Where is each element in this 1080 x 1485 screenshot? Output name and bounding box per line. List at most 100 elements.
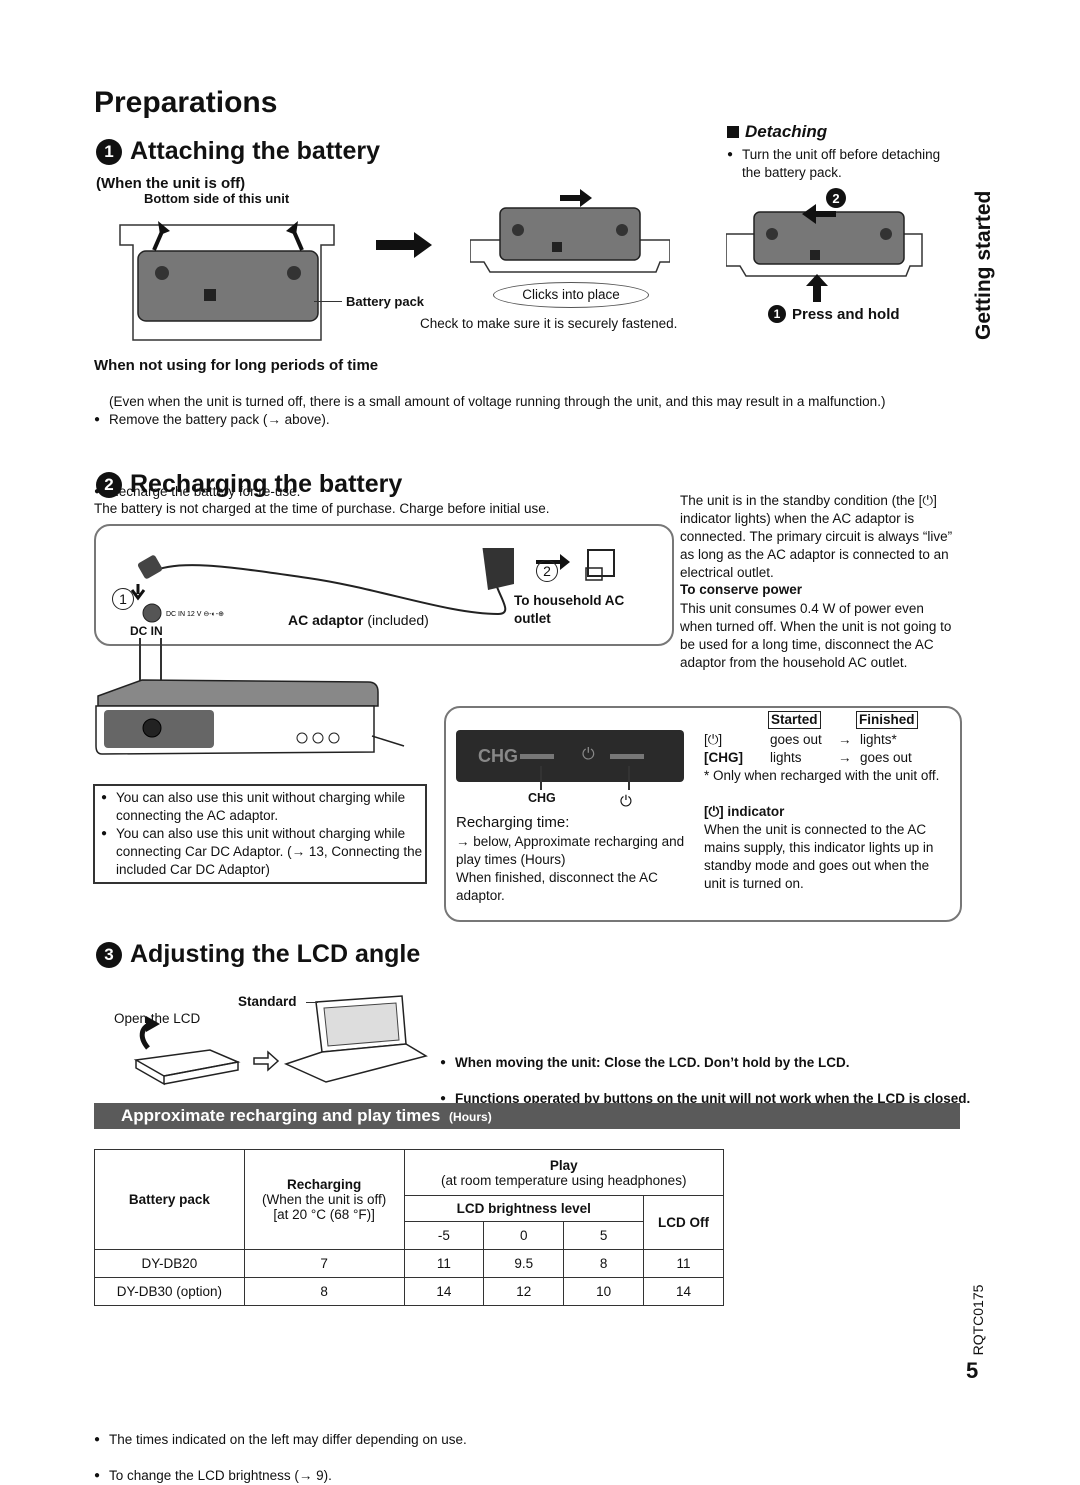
row1-label: [⏻] <box>704 732 723 747</box>
header-recharging-sub2: [at 20 °C (68 °F)] <box>273 1207 375 1222</box>
header-play-sub: (at room temperature using headphones) <box>441 1172 687 1188</box>
step-number-badge: 1 <box>96 138 122 165</box>
table-row: DY-DB30 (option) 8 14 12 10 14 <box>94 1277 724 1306</box>
recharging-time-title: Recharging time: <box>456 814 570 831</box>
ac-adaptor-label: AC adaptor (included) <box>288 612 429 628</box>
svg-text:DC IN 12 V ⊖-◐-⊕: DC IN 12 V ⊖-◐-⊕ <box>166 611 224 618</box>
household-outlet-label: To household AC outlet <box>514 593 625 626</box>
row2-started: lights <box>770 750 802 765</box>
cell-recharge: 7 <box>243 1249 405 1278</box>
connector-line <box>160 638 162 708</box>
battery-inserted-figure <box>469 190 671 278</box>
battery-pack-label: Battery pack <box>346 294 425 309</box>
header-level: -5 <box>403 1221 485 1250</box>
conserve-text: This unit consumes 0.4 W of power even w… <box>680 601 952 670</box>
standard-label: Standard <box>238 994 297 1009</box>
lcd-bullet-1: When moving the unit: Close the LCD. Don… <box>440 1054 975 1072</box>
row1-started: goes out <box>770 732 822 747</box>
section-title: Recharging the battery <box>130 470 403 498</box>
note-item-1: You can also use this unit without charg… <box>101 789 432 825</box>
band-unit: (Hours) <box>449 1110 492 1124</box>
footer-note-1: The times indicated on the left may diff… <box>94 1431 809 1449</box>
header-recharging-title: Recharging <box>286 1177 362 1192</box>
cell-level-3: 8 <box>563 1249 645 1278</box>
header-level: 0 <box>483 1221 565 1250</box>
when-finished-text: When finished, disconnect the AC adaptor… <box>456 870 658 903</box>
row2-finished: goes out <box>860 750 912 765</box>
started-header: Started <box>768 711 821 729</box>
step-1-badge: 1 <box>768 305 786 323</box>
indicator-title: [⏻] indicator <box>704 804 785 819</box>
row1-arrow: → <box>838 732 852 747</box>
header-recharging: Recharging (When the unit is off) [at 20… <box>243 1149 405 1250</box>
not-using-title: When not using for long periods of time <box>94 357 379 374</box>
row2-arrow: → <box>838 750 852 765</box>
recharging-times-band: Approximate recharging and play times (H… <box>94 1103 960 1129</box>
pointer-line <box>628 766 630 790</box>
cell-level-2: 12 <box>483 1277 565 1306</box>
header-play-title: Play <box>549 1157 578 1173</box>
bottom-side-label: Bottom side of this unit <box>144 191 290 206</box>
unit-bottom-figure <box>116 205 338 343</box>
press-hold-label: Press and hold <box>792 305 900 323</box>
table-row: DY-DB20 7 11 9.5 8 11 <box>94 1249 724 1278</box>
ac-adaptor-rest: (included) <box>363 612 429 628</box>
lcd-angle-figure <box>126 990 436 1090</box>
band-title: Approximate recharging and play times <box>121 1106 441 1125</box>
battery-pointer-line <box>314 301 342 302</box>
cell-lcd-off: 14 <box>643 1277 724 1306</box>
page-number: 5 <box>966 1358 979 1383</box>
dc-in-label: DC IN <box>130 624 163 638</box>
not-using-item-1: Remove the battery pack (→ above). <box>94 411 909 429</box>
connector-line <box>139 638 141 708</box>
section-recharging-heading: 2 Recharging the battery <box>96 470 402 499</box>
step-2-badge: 2 <box>826 188 846 208</box>
power-light-bar <box>610 754 644 759</box>
indicator-text: When the unit is connected to the AC mai… <box>704 822 934 891</box>
press-and-hold: 1 Press and hold <box>768 305 900 323</box>
header-lcd-brightness: LCD brightness level <box>403 1195 645 1222</box>
pointer-line <box>540 766 542 790</box>
cell-level-2: 9.5 <box>483 1249 565 1278</box>
conserve-title: To conserve power <box>680 582 803 597</box>
charging-indicator-box <box>444 706 962 922</box>
recharge-play-table: Battery pack Recharging (When the unit i… <box>94 1149 725 1306</box>
footer-note-2: To change the LCD brightness (→ 9). <box>94 1467 809 1485</box>
unit-side-figure <box>92 676 422 760</box>
detaching-title: Detaching <box>745 122 828 141</box>
header-play: Play (at room temperature using headphon… <box>403 1149 725 1196</box>
note-item-2: You can also use this unit without charg… <box>101 825 432 879</box>
cell-pack: DY-DB30 (option) <box>94 1277 245 1306</box>
header-lcd-off: LCD Off <box>643 1195 724 1250</box>
standby-text: The unit is in the standby condition (th… <box>680 493 953 580</box>
page-title: Preparations <box>94 86 278 119</box>
cell-level-1: 11 <box>403 1249 485 1278</box>
circled-1: 1 <box>112 588 134 610</box>
chg-label: CHG <box>528 791 556 805</box>
notes-box: You can also use this unit without charg… <box>93 784 427 884</box>
detach-figure <box>725 194 926 282</box>
standard-pointer-line <box>306 1002 318 1003</box>
square-bullet-icon <box>727 126 739 138</box>
recharging-intro: The battery is not charged at the time o… <box>94 501 550 516</box>
step-number-badge: 2 <box>96 471 122 498</box>
document-code: RQTC0175 <box>970 1284 986 1356</box>
header-level: 5 <box>563 1221 645 1250</box>
cell-pack: DY-DB20 <box>94 1249 245 1278</box>
check-fastened-text: Check to make sure it is securely fasten… <box>420 316 678 331</box>
cell-level-3: 10 <box>563 1277 645 1306</box>
right-arrow-icon <box>376 232 432 263</box>
step-number-badge: 3 <box>96 941 122 968</box>
indicator-panel: CHG ⏻ <box>456 730 684 782</box>
power-icon: ⏻ <box>620 793 632 810</box>
circled-2: 2 <box>536 560 558 582</box>
when-off-label: (When the unit is off) <box>96 175 246 192</box>
section-title: Adjusting the LCD angle <box>130 940 421 968</box>
row1-finished: lights* <box>860 732 897 747</box>
footnote: * Only when recharged with the unit off. <box>704 768 940 783</box>
detaching-text: Turn the unit off before detaching the b… <box>727 146 942 182</box>
lcd-bullet-2: Functions operated by buttons on the uni… <box>440 1090 975 1108</box>
clicks-into-place-callout: Clicks into place <box>493 282 649 308</box>
small-right-arrow-icon <box>560 189 592 212</box>
ac-adaptor-bold: AC adaptor <box>288 612 364 628</box>
